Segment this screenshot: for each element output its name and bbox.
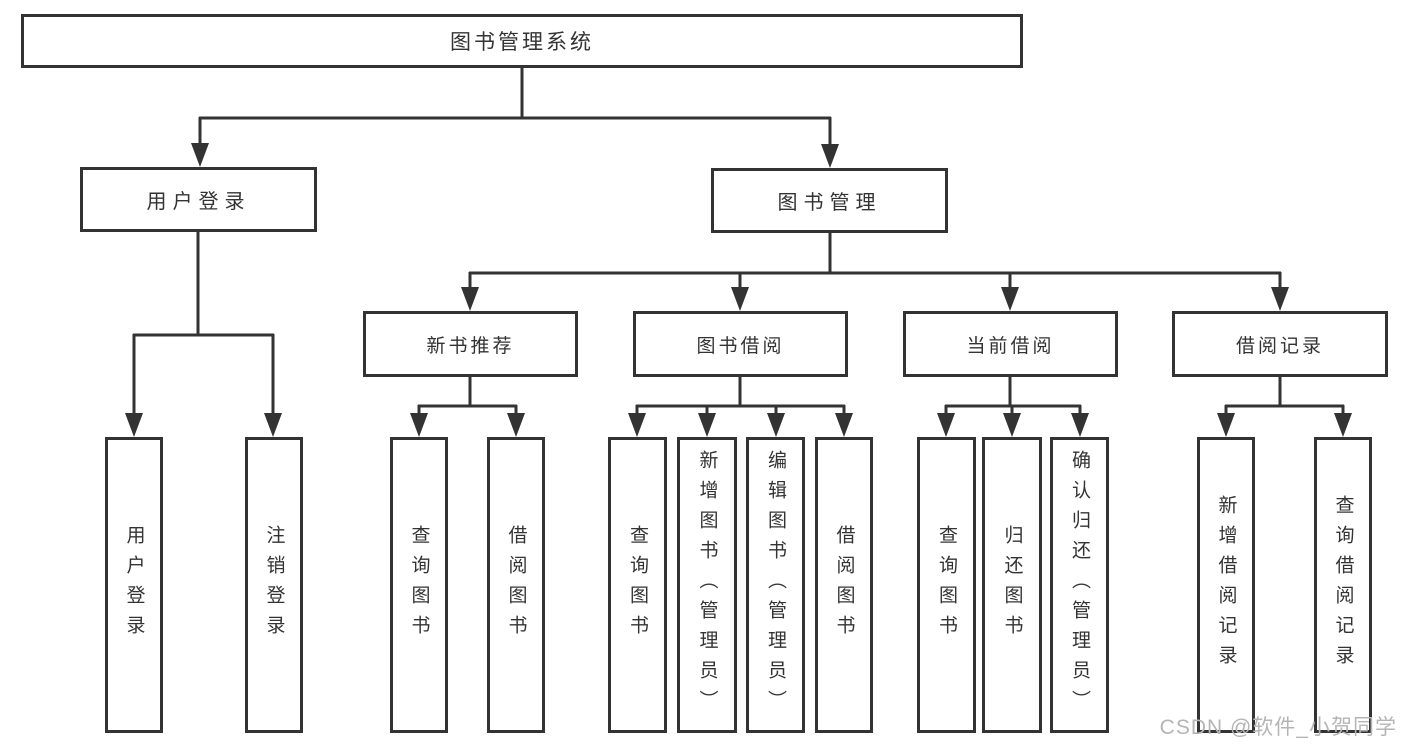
- arrowheads: [125, 143, 1352, 437]
- leaf-add-borrow-record-label: 新增借阅记录: [1215, 495, 1237, 675]
- leaf-query-borrow-record: 查询借阅记录: [1314, 437, 1372, 733]
- leaf-user-login: 用户登录: [105, 437, 163, 733]
- leaf-query-books-recommend: 查询图书: [390, 437, 448, 733]
- node-borrowing-records: 借阅记录: [1172, 311, 1388, 377]
- node-new-book-recommendation: 新书推荐: [363, 311, 578, 377]
- leaf-query-books-borrowing-label: 查询图书: [627, 525, 648, 645]
- leaf-user-login-label: 用户登录: [123, 525, 145, 645]
- leaf-confirm-return-admin: 确认归还（管理员）: [1050, 437, 1109, 733]
- leaf-return-book-label: 归还图书: [1001, 525, 1023, 645]
- node-book-borrowing: 图书借阅: [633, 311, 848, 377]
- leaf-query-books-borrowing: 查询图书: [608, 437, 667, 733]
- node-current-borrowing: 当前借阅: [903, 311, 1118, 377]
- node-book-management: 图书管理: [711, 168, 948, 233]
- leaf-borrow-books-recommend: 借阅图书: [487, 437, 545, 733]
- leaf-edit-book-admin: 编辑图书（管理员）: [746, 437, 805, 733]
- leaf-add-book-admin: 新增图书（管理员）: [677, 437, 737, 733]
- leaf-query-books-recommend-label: 查询图书: [408, 525, 430, 645]
- leaf-confirm-return-admin-label: 确认归还（管理员）: [1069, 450, 1090, 720]
- leaf-add-book-admin-label: 新增图书（管理员）: [696, 450, 718, 720]
- leaf-logout: 注销登录: [245, 437, 303, 733]
- leaf-borrow-books-borrowing-label: 借阅图书: [833, 525, 855, 645]
- leaf-query-books-current: 查询图书: [917, 437, 976, 733]
- leaf-borrow-books-borrowing: 借阅图书: [815, 437, 873, 733]
- leaf-edit-book-admin-label: 编辑图书（管理员）: [765, 450, 786, 720]
- leaf-add-borrow-record: 新增借阅记录: [1197, 437, 1255, 733]
- leaf-logout-label: 注销登录: [263, 525, 285, 645]
- node-user-login: 用户登录: [80, 167, 317, 232]
- leaf-return-book: 归还图书: [982, 437, 1042, 733]
- leaf-query-borrow-record-label: 查询借阅记录: [1332, 495, 1354, 675]
- node-library-management-system: 图书管理系统: [21, 14, 1023, 68]
- leaf-borrow-books-recommend-label: 借阅图书: [505, 525, 527, 645]
- csdn-watermark: CSDN @软件_小贺同学: [1159, 716, 1397, 739]
- leaf-query-books-current-label: 查询图书: [936, 525, 957, 645]
